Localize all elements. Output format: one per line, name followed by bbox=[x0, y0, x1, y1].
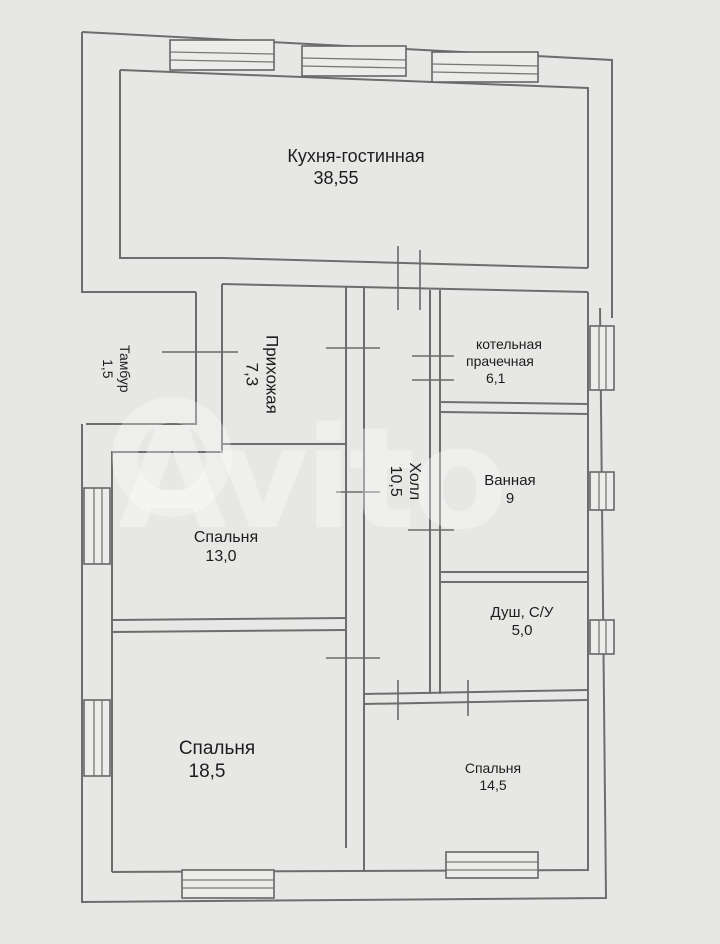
room-vestibule: Тамбур 1,5 bbox=[99, 339, 133, 399]
room-hall-name: Холл bbox=[406, 462, 424, 501]
room-kitchen-name: Кухня-гостинная bbox=[287, 146, 425, 166]
room-kitchen: Кухня-гостинная 38,55 bbox=[256, 146, 456, 189]
room-kitchen-area: 38,55 bbox=[313, 167, 359, 188]
window-top-2 bbox=[301, 45, 407, 77]
outer-wall-inner-left bbox=[119, 70, 222, 259]
room-boiler-name: котельная bbox=[476, 336, 542, 352]
room-vestibule-area: 1,5 bbox=[100, 359, 116, 379]
window-right-3 bbox=[589, 619, 615, 655]
room-bedroom-3: Спальня 14,5 bbox=[448, 760, 538, 794]
window-bottom-2 bbox=[445, 851, 539, 879]
outer-wall-inner-top bbox=[119, 69, 589, 268]
shower-bottom-wall bbox=[363, 689, 589, 695]
room-boiler-name2: прачечная bbox=[466, 352, 534, 369]
room-boiler: котельная прачечная 6,1 bbox=[466, 336, 576, 386]
bedroom-divider-2 bbox=[111, 629, 347, 633]
inner-wall-kitchen-bottom2 bbox=[221, 283, 589, 293]
outer-wall-outer-left bbox=[81, 32, 196, 293]
room-hallway: Прихожая 7,3 bbox=[241, 329, 282, 419]
window-left-1 bbox=[83, 487, 111, 565]
room-bedroom-2: Спальня 18,5 bbox=[162, 738, 272, 784]
room-bedroom-1-name: Спальня bbox=[193, 529, 259, 546]
bedroom-divider bbox=[111, 617, 347, 621]
shower-bottom-wall-2 bbox=[363, 699, 589, 705]
window-top-3 bbox=[431, 51, 539, 83]
room-boiler-area: 6,1 bbox=[486, 369, 506, 386]
boiler-bottom-wall bbox=[439, 401, 589, 405]
room-shower: Душ, С/У 5,0 bbox=[474, 604, 570, 640]
window-right-1 bbox=[589, 325, 615, 391]
boiler-bottom-wall-2 bbox=[439, 411, 589, 415]
room-bedroom-2-name: Спальня bbox=[178, 738, 256, 759]
window-top-1 bbox=[169, 39, 275, 71]
room-bedroom-1-area: 13,0 bbox=[205, 548, 237, 566]
room-bedroom-3-area: 14,5 bbox=[479, 776, 507, 793]
room-bedroom-1: Спальня 13,0 bbox=[176, 528, 276, 566]
watermark-text: Avito bbox=[118, 398, 508, 561]
room-bathroom-name: Ванная bbox=[484, 472, 536, 489]
room-bathroom-area: 9 bbox=[505, 490, 515, 507]
room-hallway-name: Прихожая bbox=[262, 335, 282, 414]
room-vestibule-name: Тамбур bbox=[116, 345, 133, 393]
room-shower-name: Душ, С/У bbox=[490, 604, 554, 621]
room-bathroom: Ванная 9 bbox=[470, 472, 550, 508]
room-hallway-area: 7,3 bbox=[242, 362, 261, 387]
outer-wall-outer-right bbox=[81, 307, 608, 904]
room-shower-area: 5,0 bbox=[511, 622, 533, 639]
inner-wall-kitchen-bottom bbox=[221, 257, 589, 269]
window-left-2 bbox=[83, 699, 111, 777]
room-bedroom-2-area: 18,5 bbox=[188, 760, 226, 782]
room-hall: Холл 10,5 bbox=[386, 446, 424, 516]
door-marks bbox=[162, 246, 469, 720]
window-right-2 bbox=[589, 471, 615, 511]
room-hall-area: 10,5 bbox=[387, 465, 404, 497]
window-bottom-1 bbox=[181, 869, 275, 899]
room-bedroom-3-name: Спальня bbox=[464, 760, 522, 776]
